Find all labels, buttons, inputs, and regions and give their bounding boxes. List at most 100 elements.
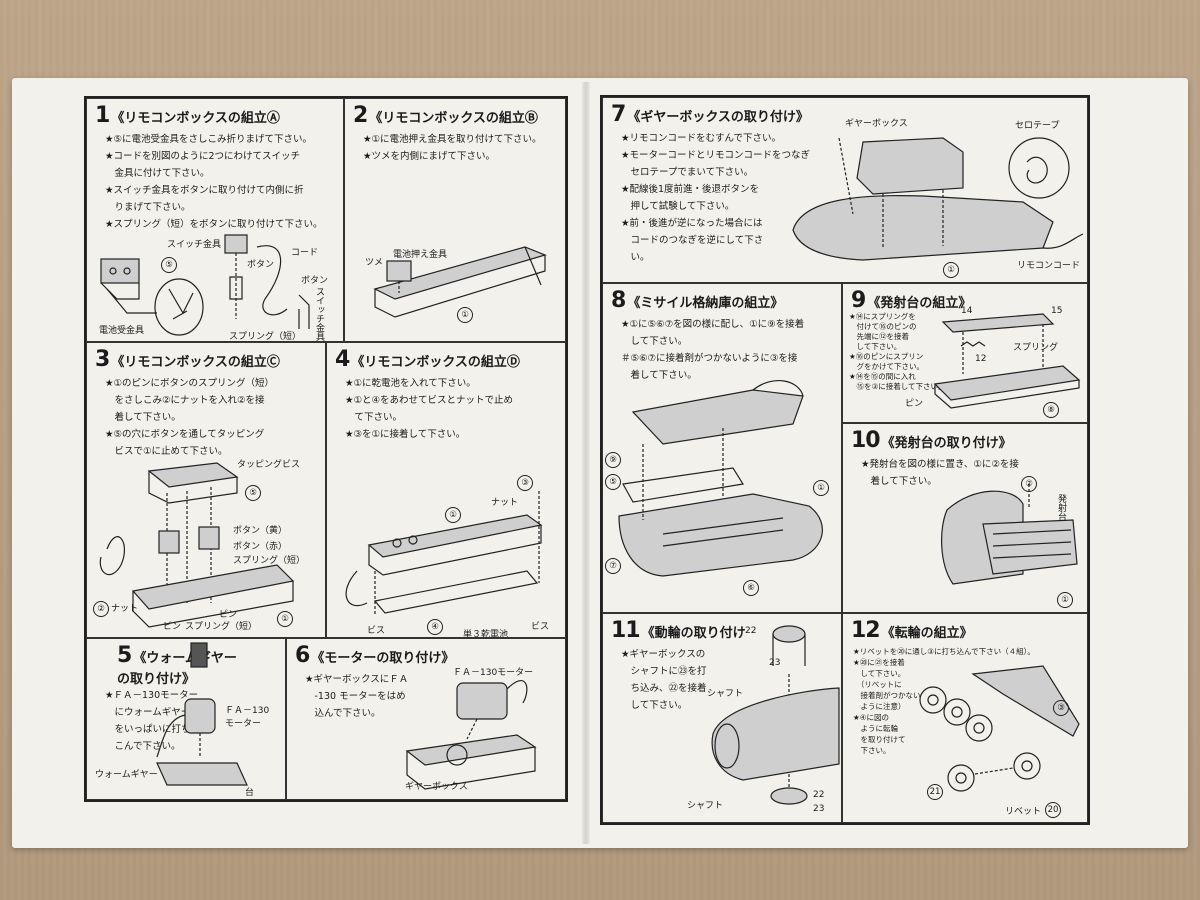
step-7-panel: 7 《ギヤーボックスの取り付け》 ★リモコンコードをむすんで下さい。 ★モーター…	[602, 97, 1088, 283]
step-number: 6	[295, 643, 310, 668]
part-number: ⑨	[605, 452, 621, 468]
step-12-drawing	[919, 665, 1080, 792]
label-gearbox: ギヤーボックス	[845, 119, 908, 129]
step-2-drawing	[373, 246, 547, 318]
step-8-drawing	[618, 380, 823, 577]
label-spring-short: スプリング（短）	[229, 332, 302, 342]
step-title: 《モーターの取り付け》	[311, 651, 455, 666]
step-number: 12	[851, 618, 881, 643]
step-number: 11	[611, 618, 641, 643]
part-number: ①	[445, 507, 461, 523]
label-pin: ピン	[219, 610, 238, 620]
label-remote-cord: リモコンコード	[1017, 261, 1081, 271]
step-1-header: 1 《リモコンボックスの組立Ⓐ	[95, 103, 280, 128]
step-number: 2	[353, 103, 368, 128]
step-notes: ★⑭にスプリングを 付けて⑯のピンの 先端に⑫を接着 して下さい。 ★⑯のピンに…	[849, 312, 946, 391]
label-nut: ナット	[111, 604, 139, 614]
step-4-panel: 4 《リモコンボックスの組立Ⓓ ★①に乾電池を入れて下さい。 ★①と④をあわせて…	[326, 342, 566, 638]
label-pin: ピン	[905, 399, 924, 409]
part-number: 23	[769, 658, 781, 668]
step-title: 《リモコンボックスの組立Ⓒ	[111, 355, 280, 370]
step-title: 《発射台の組立》	[867, 296, 972, 311]
step-2-header: 2 《リモコンボックスの組立Ⓑ	[353, 103, 538, 128]
label-tab: ツメ	[365, 258, 384, 268]
part-number: 23	[813, 804, 825, 814]
part-number: ⑤	[245, 485, 261, 501]
part-number: 20	[1045, 802, 1061, 818]
label-switch-bracket: スイッチ金具	[314, 287, 324, 341]
label-switch-bracket: スイッチ金具	[167, 240, 222, 250]
step-number: 1	[95, 103, 110, 128]
label-cellophane-tape: セロテープ	[1015, 121, 1060, 131]
page-fold	[582, 82, 590, 844]
step-10-drawing	[941, 484, 1078, 585]
step-4-header: 4 《リモコンボックスの組立Ⓓ	[335, 347, 520, 372]
step-notes: ★①のピンにボタンのスプリング（短） をさしこみ②にナットを入れ②を接 着して下…	[105, 378, 275, 457]
step-notes: ★リベットを⑳に通し③に打ち込んで下さい（４組）。 ★⑳に㉑を接着 して下さい。…	[853, 647, 1035, 755]
step-6-header: 6 《モーターの取り付け》	[295, 643, 454, 668]
label-button: ボタン	[247, 260, 275, 270]
right-page: 7 《ギヤーボックスの取り付け》 ★リモコンコードをむすんで下さい。 ★モーター…	[600, 95, 1090, 825]
step-number: 9	[851, 288, 866, 313]
left-page: 1 《リモコンボックスの組立Ⓐ ★⑤に電池受金具をさしこみ折りまげて下さい。 ★…	[84, 96, 568, 802]
label-button-yellow: ボタン（黄）	[233, 526, 288, 536]
label-stand: 台	[245, 788, 255, 798]
step-title: 《リモコンボックスの組立Ⓑ	[369, 111, 538, 126]
step-number: 5	[117, 643, 132, 668]
step-9-panel: 9 《発射台の組立》 ★⑭にスプリングを 付けて⑯のピンの 先端に⑫を接着 して…	[842, 283, 1088, 423]
part-number: ②	[1021, 476, 1037, 492]
label-battery-retainer: 電池押え金具	[393, 250, 448, 260]
step-number: 7	[611, 102, 626, 127]
part-number: ①	[277, 611, 293, 627]
step-notes: ★リモコンコードをむすんで下さい。 ★モーターコードとリモコンコードをつなぎ セ…	[621, 133, 811, 263]
part-number: ④	[427, 619, 443, 635]
part-number: ①	[813, 480, 829, 496]
label-tapping-screw: タッピングビス	[237, 460, 301, 470]
label-shaft: シャフト	[687, 801, 724, 811]
step-subtitle: の取り付け》	[117, 672, 196, 687]
step-notes: ★ＦＡ－130モーター にウォームギヤー をいっぱいに打ち こんで下さい。	[105, 690, 199, 752]
step-number: 10	[851, 428, 881, 453]
step-notes: ★①に電池押え金具を取り付けて下さい。 ★ツメを内側にまげて下さい。	[363, 134, 542, 162]
step-notes: ★①に乾電池を入れて下さい。 ★①と④をあわせてビスとナットで止め て下さい。 …	[345, 378, 514, 440]
step-title: 《転輪の組立》	[881, 626, 973, 641]
part-number: ⑧	[1043, 402, 1059, 418]
step-title: 《動輪の取り付け	[641, 626, 746, 641]
label-cord: コード	[291, 248, 319, 258]
label-button-red: ボタン（赤）	[233, 542, 288, 552]
label-fa130-motor: ＦＡ－130モーター	[453, 668, 534, 678]
step-number: 3	[95, 347, 110, 372]
label-launch-pad: 発射台	[1056, 494, 1066, 521]
step-title: 《ウォームギヤー	[133, 651, 237, 666]
step-9-header: 9 《発射台の組立》	[851, 288, 971, 313]
step-2-panel: 2 《リモコンボックスの組立Ⓑ ★①に電池押え金具を取り付けて下さい。 ★ツメを…	[344, 98, 566, 342]
part-number: ③	[1053, 700, 1069, 716]
step-9-drawing	[933, 313, 1081, 409]
part-number: ⑤	[161, 257, 177, 273]
part-number: 15	[1051, 306, 1063, 316]
step-10-header: 10 《発射台の取り付け》	[851, 428, 1012, 453]
label-worm-gear: ウォームギヤー	[95, 770, 158, 780]
label-gearbox: ギヤーボックス	[405, 782, 468, 792]
part-number: ⑦	[605, 558, 621, 574]
step-10-panel: 10 《発射台の取り付け》 ★発射台を図の様に置き、①に②を接 着して下さい。 …	[842, 423, 1088, 613]
step-12-panel: 12 《転輪の組立》 ★リベットを⑳に通し③に打ち込んで下さい（４組）。 ★⑳に…	[842, 613, 1088, 823]
part-number: 21	[927, 784, 943, 800]
step-11-panel: 11 《動輪の取り付け ★ギヤーボックスの シャフトに㉓を打 ち込み、㉒を接着 …	[602, 613, 842, 823]
step-4-drawing	[345, 491, 543, 615]
label-battery-contact: 電池受金具	[99, 326, 145, 336]
part-number: 22	[745, 626, 757, 636]
step-title: 《発射台の取り付け》	[881, 436, 1012, 451]
step-notes: ★ギヤーボックスにＦＡ -130 モーターをはめ 込んで下さい。	[305, 674, 409, 719]
part-number: ⑥	[743, 580, 759, 596]
part-number: ①	[457, 307, 473, 323]
step-title: 《リモコンボックスの組立Ⓐ	[111, 111, 280, 126]
step-6-panel: 6 《モーターの取り付け》 ★ギヤーボックスにＦＡ -130 モーターをはめ 込…	[286, 638, 566, 800]
label-fa130-motor: ＦＡ－130 モーター	[225, 706, 270, 729]
step-3-drawing	[99, 462, 295, 628]
step-5-header: 5 《ウォームギヤー の取り付け》	[95, 643, 237, 687]
step-12-header: 12 《転輪の組立》	[851, 618, 973, 643]
label-button: ボタン	[301, 276, 329, 286]
label-pin: ピン	[163, 622, 182, 632]
step-title: 《リモコンボックスの組立Ⓓ	[351, 355, 520, 370]
